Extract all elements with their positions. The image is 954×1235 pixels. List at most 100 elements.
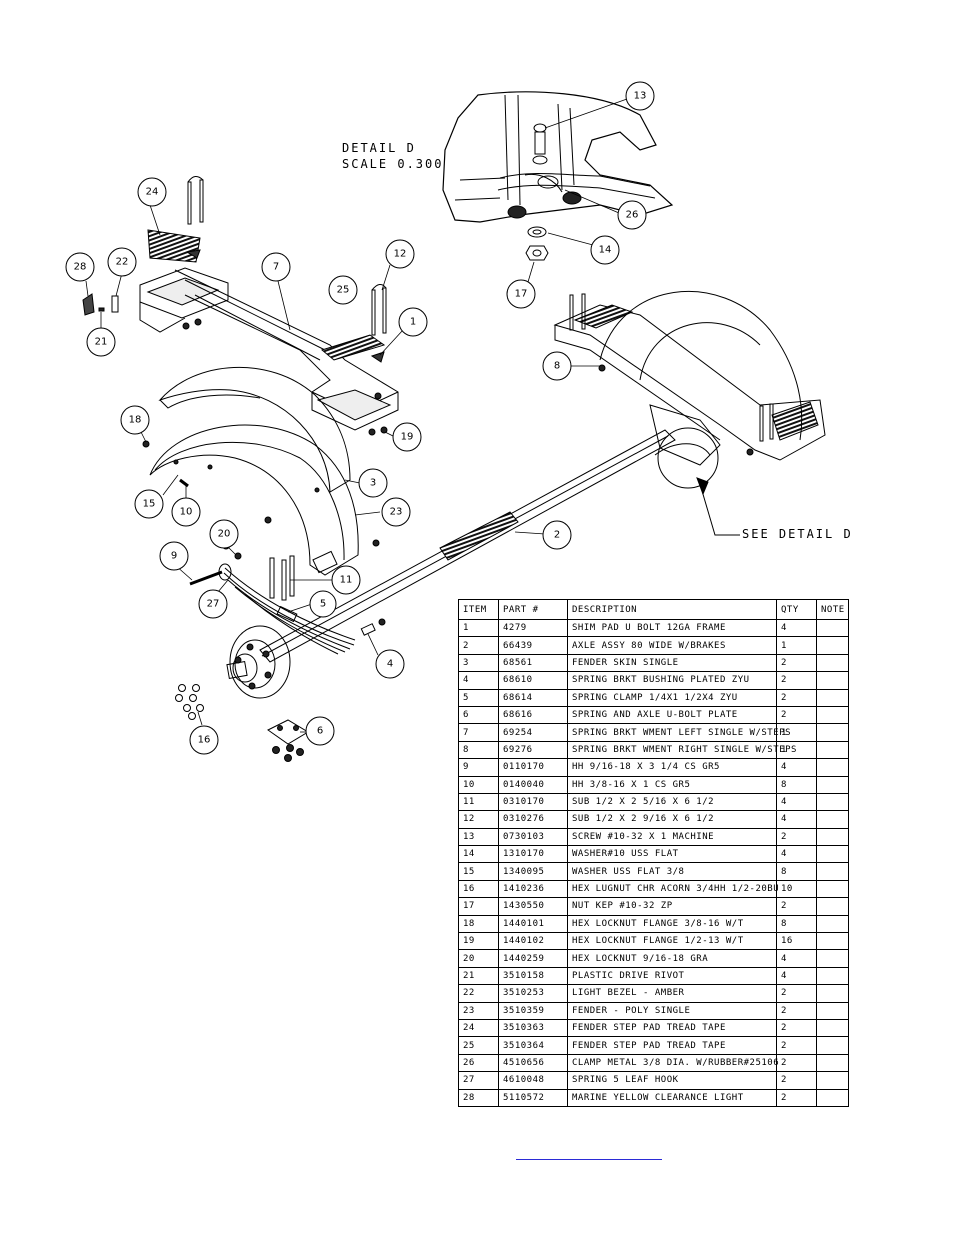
detail-d-view <box>442 91 674 223</box>
qty-cell: 2 <box>776 688 817 707</box>
svg-text:23: 23 <box>390 507 403 518</box>
description-cell: FENDER - POLY SINGLE <box>567 1001 777 1020</box>
qty-cell: 2 <box>776 827 817 847</box>
description-cell: FENDER STEP PAD TREAD TAPE <box>567 1036 777 1055</box>
header-part-number: PART # <box>498 599 568 620</box>
item-cell: 13 <box>458 827 499 847</box>
note-cell <box>816 914 849 934</box>
part-number-cell: 3510363 <box>498 1018 568 1038</box>
part-number-cell: 4279 <box>498 618 568 638</box>
leaf-spring <box>189 540 386 655</box>
description-cell: FENDER SKIN SINGLE <box>567 653 777 673</box>
svg-text:3: 3 <box>370 478 376 489</box>
description-cell: HH 3/8-16 X 1 CS GR5 <box>567 775 777 794</box>
qty-cell: 4 <box>776 758 817 777</box>
qty-cell: 2 <box>776 1071 817 1090</box>
description-cell: PLASTIC DRIVE RIVOT <box>567 966 777 986</box>
part-number-cell: 1440101 <box>498 914 568 934</box>
part-number-cell: 0110170 <box>498 758 568 777</box>
brake-hub-assembly <box>226 625 291 699</box>
item-cell: 24 <box>458 1018 499 1038</box>
description-cell: SPRING AND AXLE U-BOLT PLATE <box>567 705 777 725</box>
description-cell: SHIM PAD U BOLT 12GA FRAME <box>567 618 777 638</box>
balloon-8: 8 <box>542 351 572 381</box>
part-number-cell: 1410236 <box>498 879 568 899</box>
note-cell <box>816 879 849 899</box>
svg-text:24: 24 <box>146 187 159 198</box>
item-cell: 1 <box>458 618 499 638</box>
description-cell: CLAMP METAL 3/8 DIA. W/RUBBER#25106 <box>567 1053 779 1073</box>
balloon-18: 18 <box>120 405 150 435</box>
table-header-row: ITEM PART # DESCRIPTION QTY NOTE <box>458 599 849 620</box>
qty-cell: 1 <box>776 723 817 742</box>
balloon-25: 25 <box>328 275 358 305</box>
qty-cell: 2 <box>776 705 817 725</box>
svg-text:7: 7 <box>273 262 279 273</box>
item-cell: 11 <box>458 792 499 812</box>
item-cell: 22 <box>458 984 499 1003</box>
note-cell <box>816 740 849 760</box>
note-cell <box>816 758 849 777</box>
part-number-cell: 68614 <box>498 688 568 707</box>
qty-cell: 4 <box>776 949 817 968</box>
balloon-6: 6 <box>305 716 335 746</box>
qty-cell: 16 <box>776 932 817 951</box>
detail-d-scale: SCALE 0.300 <box>342 157 443 171</box>
description-cell: SPRING BRKT WMENT LEFT SINGLE W/STEPS <box>567 723 790 742</box>
note-cell <box>816 653 849 673</box>
clearance-lights <box>82 293 119 316</box>
part-number-cell: 68616 <box>498 705 568 725</box>
balloon-11: 11 <box>331 565 361 595</box>
balloon-28: 28 <box>65 252 95 282</box>
svg-text:27: 27 <box>207 599 220 610</box>
left-spring-bracket-weldment <box>139 176 399 431</box>
description-cell: SPRING CLAMP 1/4X1 1/2X4 ZYU <box>567 688 777 707</box>
note-cell <box>816 1036 849 1055</box>
part-number-cell: 1430550 <box>498 897 568 916</box>
svg-text:20: 20 <box>218 529 231 540</box>
item-cell: 19 <box>458 932 499 951</box>
svg-text:28: 28 <box>74 262 87 273</box>
balloon-13: 13 <box>625 81 655 111</box>
qty-cell: 4 <box>776 966 817 986</box>
description-cell: MARINE YELLOW CLEARANCE LIGHT <box>567 1088 777 1107</box>
part-number-cell: 0730103 <box>498 827 568 847</box>
note-cell <box>816 705 849 725</box>
qty-cell: 1 <box>776 636 817 655</box>
svg-text:10: 10 <box>180 507 193 518</box>
item-cell: 15 <box>458 862 499 881</box>
description-cell: WASHER USS FLAT 3/8 <box>567 862 777 881</box>
svg-text:11: 11 <box>340 575 353 586</box>
description-cell: HEX LUGNUT CHR ACORN 3/4HH 1/2-20BU <box>567 879 779 899</box>
description-cell: SPRING BRKT BUSHING PLATED ZYU <box>567 671 777 690</box>
item-cell: 6 <box>458 705 499 725</box>
part-number-cell: 1440102 <box>498 932 568 951</box>
qty-cell: 8 <box>776 775 817 794</box>
description-cell: HEX LOCKNUT 9/16-18 GRA <box>567 949 777 968</box>
part-number-cell: 4610048 <box>498 1071 568 1090</box>
axle-tube <box>259 429 676 663</box>
note-cell <box>816 636 849 655</box>
item-cell: 10 <box>458 775 499 794</box>
part-number-cell: 0310276 <box>498 810 568 829</box>
part-number-cell: 68561 <box>498 653 568 673</box>
balloon-3: 3 <box>358 468 388 498</box>
item-cell: 21 <box>458 966 499 986</box>
note-cell <box>816 1018 849 1038</box>
qty-cell: 8 <box>776 862 817 881</box>
ubolt-plate <box>267 719 309 762</box>
header-qty: QTY <box>776 599 817 620</box>
footer-link-underline[interactable] <box>516 1149 662 1160</box>
header-item: ITEM <box>458 599 499 620</box>
